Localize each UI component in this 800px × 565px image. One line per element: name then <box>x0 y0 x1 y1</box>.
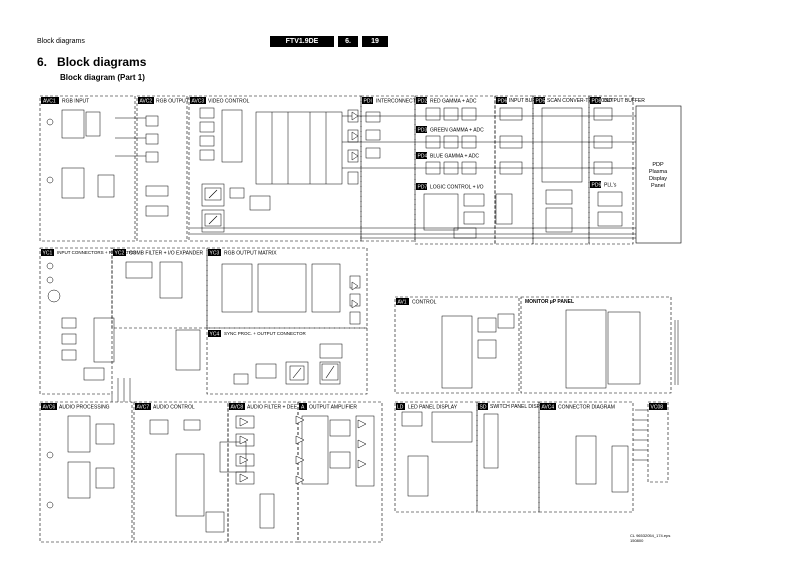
svg-text:PD6: PD6 <box>498 99 508 105</box>
svg-text:VIDEO CONTROL: VIDEO CONTROL <box>208 99 250 105</box>
svg-text:YC2: YC2 <box>115 251 125 257</box>
svg-text:AV1: AV1 <box>398 300 407 306</box>
schematic-blocks <box>46 107 641 533</box>
svg-text:RED GAMMA + ADC: RED GAMMA + ADC <box>430 99 477 105</box>
svg-text:PD9: PD9 <box>592 183 602 189</box>
svg-text:PD8: PD8 <box>592 99 602 105</box>
svg-text:AVC2: AVC2 <box>140 99 153 105</box>
svg-text:LED PANEL DISPLAY: LED PANEL DISPLAY <box>408 405 458 411</box>
svg-text:RGB OUTPUT: RGB OUTPUT <box>156 99 189 105</box>
svg-text:Plasma: Plasma <box>649 169 668 175</box>
header-page: 19 <box>362 36 388 47</box>
section-title: 6. Block diagrams <box>37 55 146 69</box>
svg-text:VC08: VC08 <box>651 405 664 411</box>
svg-text:PD7: PD7 <box>418 185 428 191</box>
header-chapter: 6. <box>338 36 358 47</box>
svg-text:YC3: YC3 <box>210 251 220 257</box>
svg-text:PLL's: PLL's <box>604 183 617 189</box>
svg-text:AUDIO FILTER + DEE: AUDIO FILTER + DEE <box>247 405 298 411</box>
svg-text:PD5: PD5 <box>536 99 546 105</box>
svg-text:LD: LD <box>397 405 404 411</box>
sync-blocks <box>204 187 339 381</box>
svg-text:AVC7: AVC7 <box>137 405 150 411</box>
svg-text:SWITCH PANEL DISPLAY: SWITCH PANEL DISPLAY <box>490 404 550 410</box>
header-section: Block diagrams <box>37 38 85 45</box>
svg-text:INPUT CONNECTORS + RGB MATRIX: INPUT CONNECTORS + RGB MATRIX <box>57 250 136 255</box>
section-number: 6. <box>37 55 48 69</box>
svg-text:SCAN CONVER-TER + OSD: SCAN CONVER-TER + OSD <box>547 98 612 104</box>
svg-text:Panel: Panel <box>651 183 665 189</box>
svg-text:OUTPUT BUFFER: OUTPUT BUFFER <box>603 98 645 104</box>
svg-text:CONTROL: CONTROL <box>412 300 437 306</box>
svg-text:RGB OUTPUT MATRIX: RGB OUTPUT MATRIX <box>224 251 277 257</box>
svg-text:PD2: PD2 <box>418 99 428 105</box>
svg-text:MONITOR µP PANEL: MONITOR µP PANEL <box>525 299 574 305</box>
svg-text:PD3: PD3 <box>418 128 428 134</box>
svg-text:LOGIC CONTROL + I/O: LOGIC CONTROL + I/O <box>430 185 484 191</box>
svg-text:AVC1: AVC1 <box>43 99 56 105</box>
svg-text:A: A <box>301 405 305 411</box>
svg-text:AVC4: AVC4 <box>542 405 555 411</box>
section-text: Block diagrams <box>57 55 147 69</box>
svg-text:AVC6: AVC6 <box>43 405 56 411</box>
svg-text:YC4: YC4 <box>210 332 220 338</box>
svg-text:AUDIO PROCESSING: AUDIO PROCESSING <box>59 405 110 411</box>
svg-text:BLUE GAMMA + ADC: BLUE GAMMA + ADC <box>430 154 479 160</box>
figure-reference: CL 96532054_174.eps 150800 <box>630 533 671 543</box>
svg-text:OUTPUT AMPLIFIER: OUTPUT AMPLIFIER <box>309 405 357 411</box>
svg-text:COMB FILTER + I/O EXPANDER: COMB FILTER + I/O EXPANDER <box>129 251 204 257</box>
svg-text:CONNECTOR DIAGRAM: CONNECTOR DIAGRAM <box>558 405 615 411</box>
page-header: Block diagrams FTV1.9DE 6. 19 <box>0 0 800 50</box>
svg-text:GREEN GAMMA + ADC: GREEN GAMMA + ADC <box>430 128 484 134</box>
svg-text:PDP: PDP <box>652 162 664 168</box>
svg-text:PD4: PD4 <box>418 154 428 160</box>
svg-text:SD: SD <box>480 405 487 411</box>
svg-text:AVC8: AVC8 <box>231 405 244 411</box>
svg-text:SYNC PROC. + OUTPUT CONNECTOR: SYNC PROC. + OUTPUT CONNECTOR <box>224 331 306 336</box>
svg-text:RGB INPUT: RGB INPUT <box>62 99 89 105</box>
amplifier-symbols <box>239 111 367 485</box>
svg-text:INPUT BUFFER: INPUT BUFFER <box>509 98 546 104</box>
svg-text:INTERCONNECT: INTERCONNECT <box>376 99 416 105</box>
interconnect-lines <box>111 320 679 461</box>
svg-text:PDI: PDI <box>364 99 372 105</box>
svg-text:AUDIO CONTROL: AUDIO CONTROL <box>153 405 195 411</box>
svg-text:Display: Display <box>649 176 667 182</box>
diagram-subtitle: Block diagram (Part 1) <box>60 73 145 82</box>
header-model: FTV1.9DE <box>270 36 334 47</box>
panel-frames <box>39 95 682 543</box>
svg-text:AVC3: AVC3 <box>192 99 205 105</box>
svg-text:YC1: YC1 <box>43 251 53 257</box>
pdp-panel: PDP Plasma Display Panel <box>649 162 668 189</box>
